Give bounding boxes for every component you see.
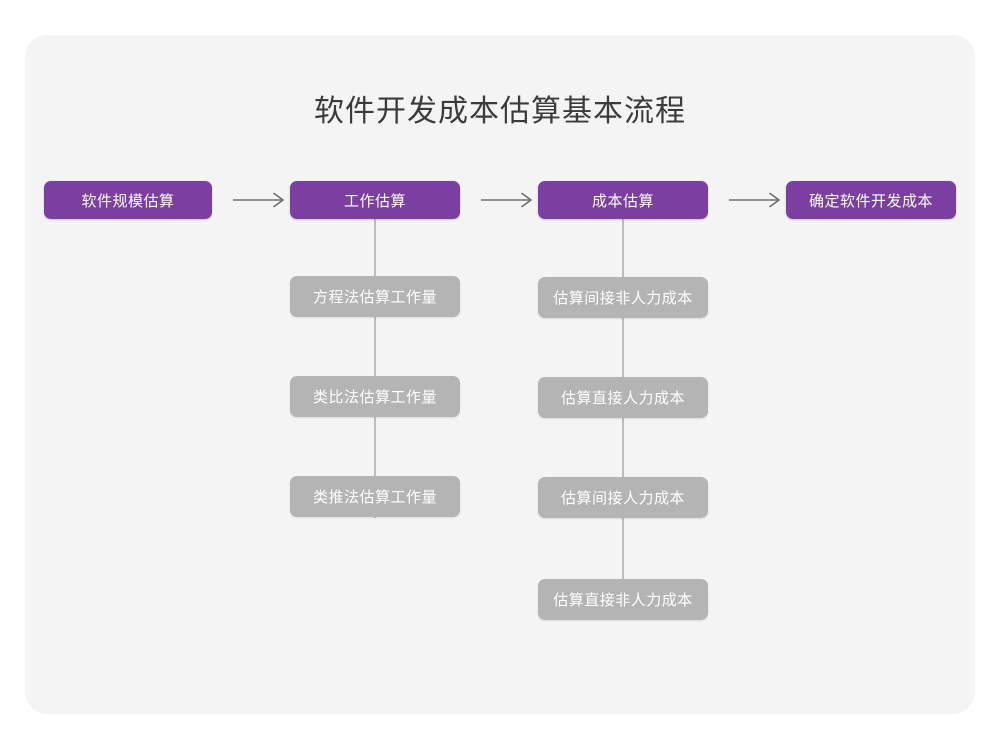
node-label: 工作估算 (343, 192, 406, 210)
node-step4-determine-development-cost[interactable]: 确定软件开发成本 (786, 181, 956, 219)
node-cost-indirect-nonlabor[interactable]: 估算间接非人力成本 (538, 277, 708, 318)
vertical-connector-effort (374, 218, 376, 518)
node-effort-inference-method[interactable]: 类推法估算工作量 (290, 476, 460, 517)
node-step1-software-size-estimation[interactable]: 软件规模估算 (44, 181, 212, 219)
diagram-card (25, 35, 975, 714)
node-cost-direct-labor[interactable]: 估算直接人力成本 (538, 377, 708, 418)
arrow-step3-to-step4 (728, 190, 784, 210)
node-cost-direct-nonlabor[interactable]: 估算直接非人力成本 (538, 579, 708, 620)
node-effort-equation-method[interactable]: 方程法估算工作量 (290, 276, 460, 317)
node-effort-analogy-method[interactable]: 类比法估算工作量 (290, 376, 460, 417)
node-label: 方程法估算工作量 (312, 289, 437, 306)
node-label: 类推法估算工作量 (312, 489, 437, 506)
page-title: 软件开发成本估算基本流程 (314, 95, 686, 128)
node-label: 估算间接人力成本 (560, 490, 685, 507)
node-label: 估算间接非人力成本 (553, 290, 693, 307)
node-label: 估算直接非人力成本 (553, 592, 693, 609)
arrow-step1-to-step2 (232, 190, 288, 210)
node-label: 类比法估算工作量 (312, 389, 437, 406)
node-label: 确定软件开发成本 (808, 192, 933, 210)
node-step3-cost-estimation[interactable]: 成本估算 (538, 181, 708, 219)
node-label: 软件规模估算 (81, 192, 175, 210)
vertical-connector-cost (622, 218, 624, 618)
node-label: 估算直接人力成本 (560, 390, 685, 407)
arrow-step2-to-step3 (480, 190, 536, 210)
node-label: 成本估算 (591, 192, 654, 210)
node-cost-indirect-labor[interactable]: 估算间接人力成本 (538, 477, 708, 518)
node-step2-effort-estimation[interactable]: 工作估算 (290, 181, 460, 219)
